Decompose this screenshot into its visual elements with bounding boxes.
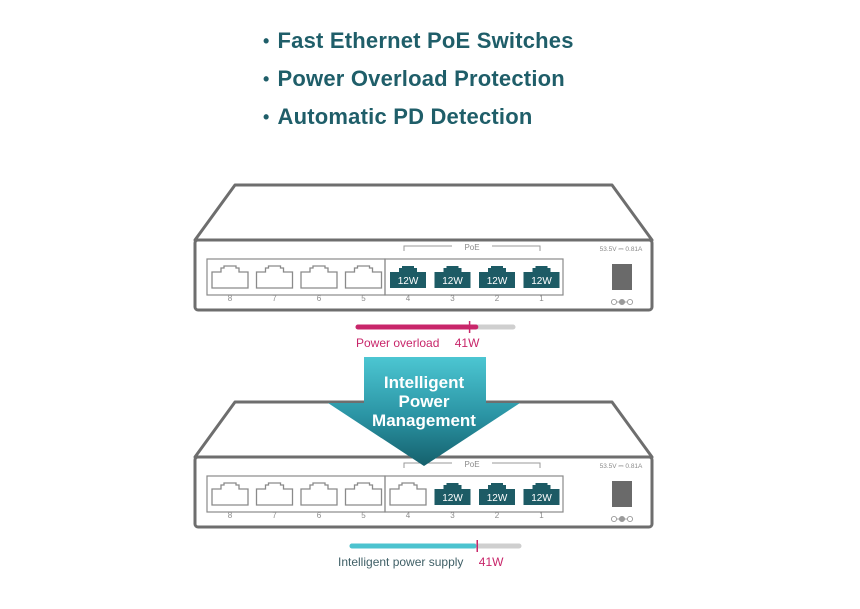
polarity-symbol xyxy=(618,515,626,523)
port-number: 4 xyxy=(406,294,411,303)
poe-bracket-right xyxy=(492,462,541,468)
port-number: 2 xyxy=(495,511,500,520)
power-rating-label: 53.5V ⎓ 0.81A xyxy=(600,246,643,253)
port-number: 3 xyxy=(450,511,455,520)
bar-label-text: Power overload xyxy=(356,336,440,350)
bar-label-text: Intelligent power supply xyxy=(338,555,464,569)
port-power-label: 12W xyxy=(531,493,552,504)
poe-port-icon xyxy=(434,483,471,505)
port-number: 7 xyxy=(272,294,277,303)
port-power-label: 12W xyxy=(442,276,463,287)
feature-list: • Fast Ethernet PoE Switches • Power Overl… xyxy=(263,22,574,136)
ethernet-port-8: 8 xyxy=(211,482,249,520)
ethernet-port-5: 5 xyxy=(344,482,383,520)
poe-port-icon xyxy=(434,266,471,288)
feature-item: • Automatic PD Detection xyxy=(263,98,574,136)
overload-label: Power overload 41W xyxy=(356,336,479,350)
poe-label: PoE xyxy=(464,460,479,469)
feature-text: Power Overload Protection xyxy=(277,66,565,91)
ethernet-port-icon xyxy=(211,265,249,289)
dc-polarity-icon xyxy=(610,298,634,306)
ethernet-port-1: 12W 1 xyxy=(523,266,560,303)
ethernet-port-8: 8 xyxy=(211,265,249,303)
dc-polarity-icon xyxy=(610,515,634,523)
ethernet-port-6: 6 xyxy=(300,482,338,520)
ethernet-port-6: 6 xyxy=(300,265,338,303)
ethernet-port-icon xyxy=(211,482,249,506)
switch-top-face xyxy=(193,183,654,242)
port-power-label: 12W xyxy=(487,493,508,504)
feature-text: Fast Ethernet PoE Switches xyxy=(277,28,574,53)
poe-port-icon xyxy=(390,266,426,288)
ethernet-port-icon xyxy=(300,482,338,506)
port-number: 8 xyxy=(228,294,233,303)
ethernet-port-3: 12W 3 xyxy=(434,266,471,303)
poe-port-icon xyxy=(479,266,515,288)
bullet-icon: • xyxy=(263,106,270,127)
port-group-poe xyxy=(384,475,564,513)
port-number: 3 xyxy=(450,294,455,303)
port-power-label: 12W xyxy=(531,276,552,287)
port-number: 8 xyxy=(228,511,233,520)
arrow-label: Intelligent Power Management xyxy=(357,373,491,430)
poe-port-icon xyxy=(523,266,560,288)
ethernet-port-icon xyxy=(255,482,294,506)
poe-port-icon xyxy=(479,483,515,505)
ethernet-port-1: 12W 1 xyxy=(523,483,560,520)
ethernet-port-2: 12W 2 xyxy=(479,483,515,520)
bar-value-text: 41W xyxy=(478,555,504,569)
port-power-label: 12W xyxy=(487,276,508,287)
ethernet-port-3: 12W 3 xyxy=(434,483,471,520)
ethernet-port-icon xyxy=(389,482,427,506)
poe-bracket-left xyxy=(403,245,452,251)
power-rating-label: 53.5V ⎓ 0.81A xyxy=(600,463,643,470)
intelligent-supply-label: Intelligent power supply 41W xyxy=(338,555,503,569)
poe-bracket-right xyxy=(492,245,541,251)
port-number: 5 xyxy=(361,294,366,303)
feature-text: Automatic PD Detection xyxy=(277,104,533,129)
dc-power-jack xyxy=(612,264,632,290)
power-bar-intelligent xyxy=(349,540,522,552)
port-number: 2 xyxy=(495,294,500,303)
ethernet-port-2: 12W 2 xyxy=(479,266,515,303)
switch-top: PoE 53.5V ⎓ 0.81A 8 7 6 5 12W 4 12W 3 12W 2 12W 1 xyxy=(193,183,654,312)
poe-label: PoE xyxy=(464,243,479,252)
port-number: 5 xyxy=(361,511,366,520)
bullet-icon: • xyxy=(263,68,270,89)
ethernet-port-4: 12W 4 xyxy=(390,266,426,303)
port-number: 1 xyxy=(539,294,544,303)
port-number: 7 xyxy=(272,511,277,520)
ethernet-port-icon xyxy=(300,265,338,289)
arrow-label-line: Intelligent xyxy=(383,373,465,392)
poe-port-icon xyxy=(523,483,560,505)
port-group-poe xyxy=(384,258,564,296)
power-bar-overload xyxy=(355,321,516,333)
port-number: 1 xyxy=(539,511,544,520)
ethernet-port-icon xyxy=(255,265,294,289)
ethernet-port-7: 7 xyxy=(255,265,294,303)
intelligent-power-arrow xyxy=(328,357,520,466)
feature-item: • Power Overload Protection xyxy=(263,60,574,98)
bullet-icon: • xyxy=(263,30,270,51)
ethernet-port-5: 5 xyxy=(344,265,383,303)
port-power-label: 12W xyxy=(398,276,419,287)
poe-bracket-left xyxy=(403,462,452,468)
feature-item: • Fast Ethernet PoE Switches xyxy=(263,22,574,60)
bar-value-text: 41W xyxy=(454,336,480,350)
dc-power-jack xyxy=(612,481,632,507)
port-number: 4 xyxy=(406,511,411,520)
ethernet-port-icon xyxy=(344,482,383,506)
port-power-label: 12W xyxy=(442,493,463,504)
arrow-label-line: Management xyxy=(372,411,476,430)
ethernet-port-4: 4 xyxy=(389,482,427,520)
port-number: 6 xyxy=(317,511,322,520)
polarity-symbol xyxy=(618,298,626,306)
ethernet-port-icon xyxy=(344,265,383,289)
port-number: 6 xyxy=(317,294,322,303)
ethernet-port-7: 7 xyxy=(255,482,294,520)
arrow-label-line: Power xyxy=(398,392,450,411)
